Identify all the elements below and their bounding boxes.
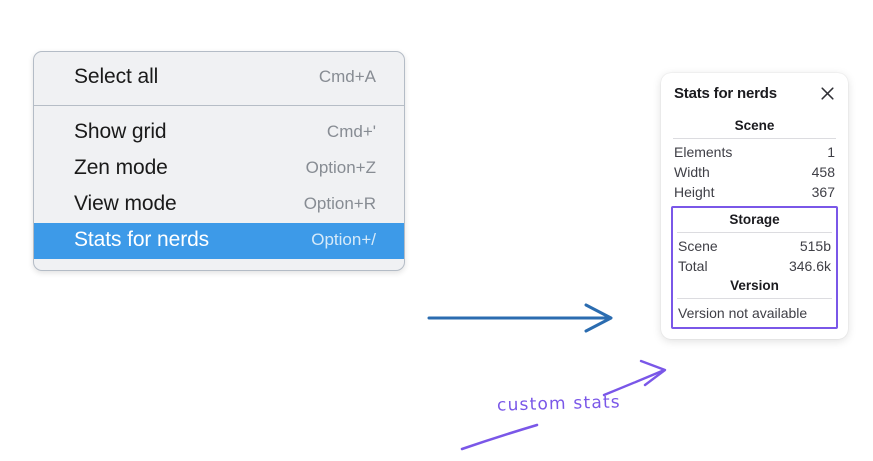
stat-row-storage-total: Total 346.6k [675,256,834,276]
stat-value: 458 [811,164,835,180]
section-heading-version: Version [730,278,779,293]
blue-arrow [427,303,613,333]
stat-key: Scene [678,238,718,254]
menu-item-shortcut: Option+Z [305,158,376,177]
purple-arrow [602,359,667,397]
menu-item-shortcut: Option+R [303,194,376,213]
menu-item-shortcut: Cmd+' [326,122,376,141]
menu-item-label: Zen mode [74,156,168,179]
section-heading-scene: Scene [734,118,775,133]
menu-item-zen-mode[interactable]: Zen mode Option+Z [34,151,404,187]
stat-value: 515b [799,238,831,254]
menu-item-shortcut: Option+/ [311,230,376,249]
menu-item-select-all[interactable]: Select all Cmd+A [34,60,404,96]
stat-value: 346.6k [788,258,831,274]
stats-panel-title: Stats for nerds [674,85,777,102]
stat-row-width: Width 458 [671,162,838,182]
stat-key: Height [674,184,715,200]
section-rule [673,138,836,139]
section-rule [677,298,832,299]
version-note: Version not available [678,305,808,321]
stat-value: 367 [811,184,835,200]
section-rule [677,232,832,233]
stat-key: Elements [674,144,733,160]
context-menu-group-1: Select all Cmd+A [34,52,404,105]
context-menu[interactable]: Select all Cmd+A Show grid Cmd+' Zen mod… [33,51,405,271]
menu-item-label: Stats for nerds [74,228,210,251]
purple-underline-stroke [460,423,539,451]
menu-item-label: Select all [74,65,159,88]
stat-value: 1 [827,144,835,160]
menu-item-shortcut: Cmd+A [318,67,376,86]
stat-key: Total [678,258,708,274]
stat-row-height: Height 367 [671,182,838,202]
stats-panel-header: Stats for nerds [671,85,838,102]
custom-stats-highlight-box: Storage Scene 515b Total 346.6k Version … [671,206,838,329]
menu-item-stats-for-nerds[interactable]: Stats for nerds Option+/ [34,223,404,259]
menu-item-label: View mode [74,192,177,215]
stats-for-nerds-panel[interactable]: Stats for nerds Scene Elements 1 Width 4… [661,73,848,339]
menu-item-show-grid[interactable]: Show grid Cmd+' [34,115,404,151]
context-menu-group-2: Show grid Cmd+' Zen mode Option+Z View m… [34,106,404,270]
annotation-label-custom-stats: custom stats [496,392,622,416]
stat-row-elements: Elements 1 [671,142,838,162]
menu-item-view-mode[interactable]: View mode Option+R [34,187,404,223]
menu-divider [34,105,404,106]
menu-item-label: Show grid [74,120,167,143]
section-heading-storage: Storage [729,212,780,227]
stat-key: Width [674,164,710,180]
close-icon[interactable] [819,85,836,102]
stat-row-storage-scene: Scene 515b [675,236,834,256]
